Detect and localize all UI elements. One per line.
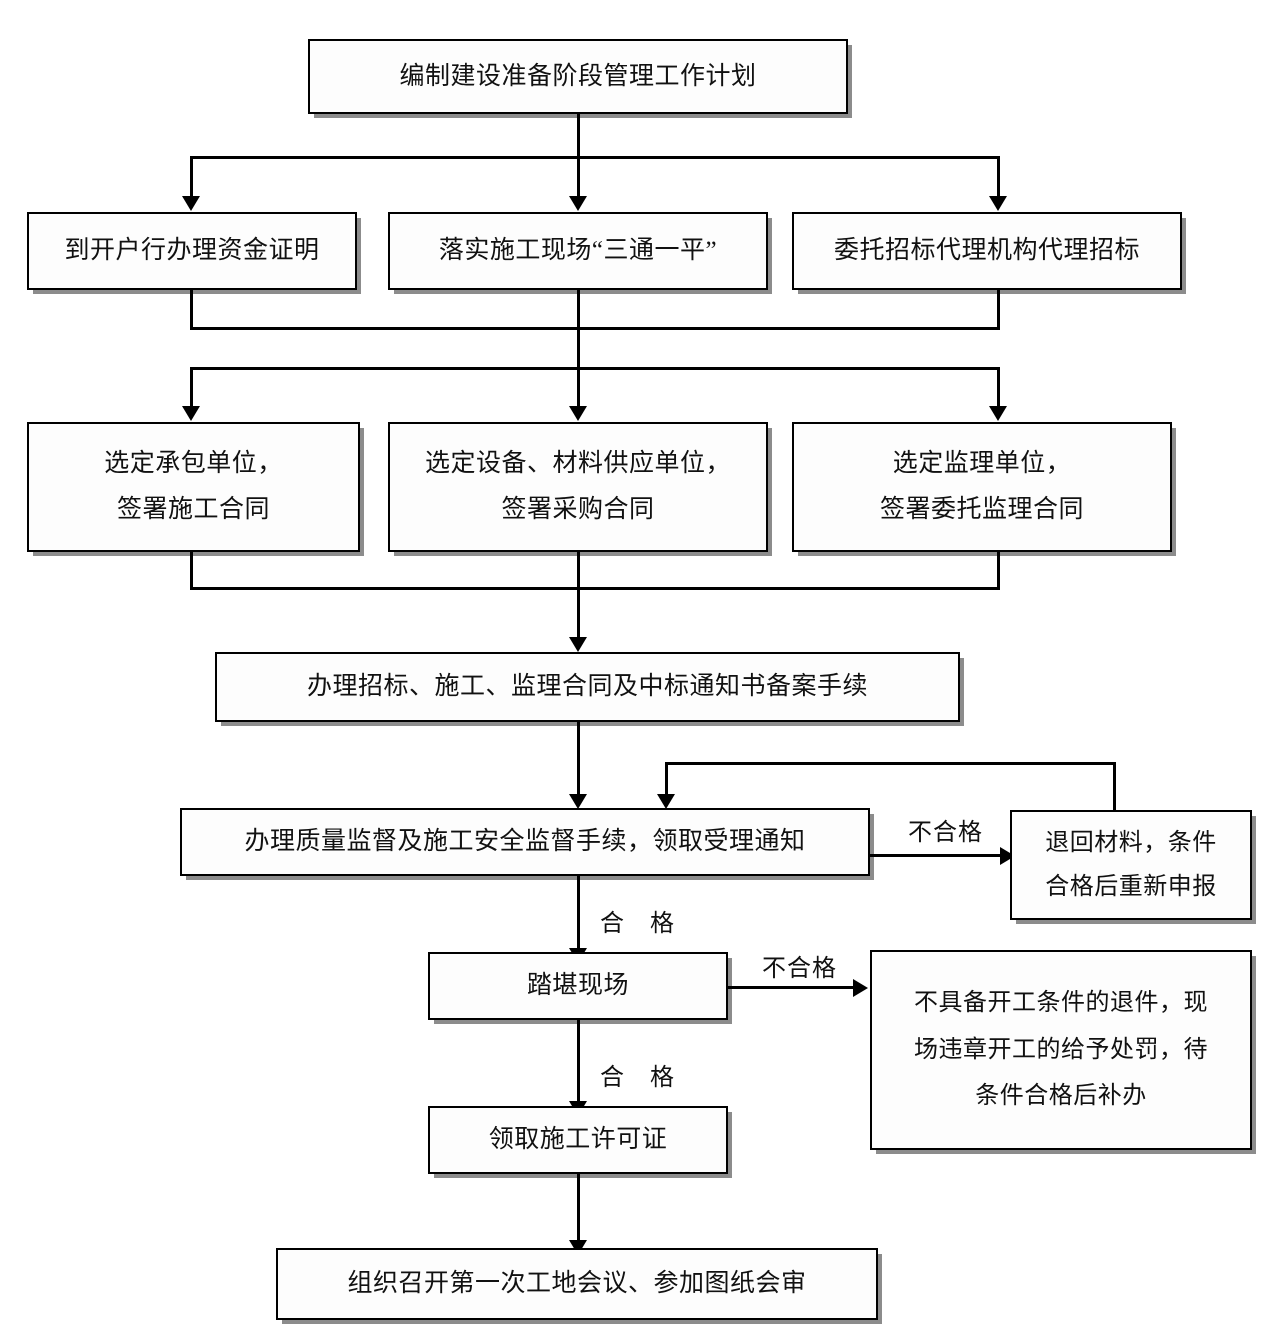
connector-feedback-down	[665, 762, 668, 797]
connector-fan2-left	[190, 367, 193, 411]
node-reject-line-1: 场违章开工的给予处罚，待	[914, 1036, 1208, 1063]
node-plan-line-0: 编制建设准备阶段管理工作计划	[399, 62, 757, 90]
node-filing[interactable]: 办理招标、施工、监理合同及中标通知书备案手续	[215, 652, 960, 722]
node-supplier-line-1: 签署采购合同	[501, 496, 655, 523]
connector-fan1-right	[997, 156, 1000, 200]
connector-feedback-up	[1113, 762, 1116, 810]
node-supervisor-line-0: 选定监理单位，	[892, 449, 1072, 477]
label-quality-pass: 合 格	[600, 911, 675, 937]
arrow-to-quality	[569, 794, 587, 809]
node-supervisor[interactable]: 选定监理单位， 签署委托监理合同	[792, 422, 1172, 552]
label-survey-fail: 不合格	[762, 956, 837, 982]
node-supervisor-line-1: 签署委托监理合同	[879, 496, 1084, 523]
node-supplier-line-0: 选定设备、材料供应单位，	[424, 449, 731, 477]
arrow-to-supervisor	[989, 406, 1007, 421]
connector-survey-down	[577, 1020, 580, 1105]
connector-fan1-mid	[577, 156, 580, 200]
node-reject-line-0: 不具备开工条件的退件，现	[914, 989, 1208, 1016]
connector-supervisor-down	[997, 552, 1000, 590]
label-quality-fail: 不合格	[908, 820, 983, 846]
node-contractor-line-0: 选定承包单位，	[104, 449, 283, 477]
connector-fan1-bar	[190, 156, 1000, 159]
arrow-to-supplier	[569, 406, 587, 421]
node-reject[interactable]: 不具备开工条件的退件，现 场违章开工的给予处罚，待 条件合格后补办	[870, 950, 1252, 1150]
node-quality[interactable]: 办理质量监督及施工安全监督手续，领取受理通知	[180, 808, 870, 876]
node-quality-line-0: 办理质量监督及施工安全监督手续，领取受理通知	[244, 828, 806, 856]
connector-fan2-bar	[190, 367, 1000, 370]
connector-quality-fail	[870, 854, 1015, 857]
arrow-to-agent	[989, 196, 1007, 211]
connector-filing-down	[577, 722, 580, 797]
arrow-to-site	[569, 196, 587, 211]
node-agent[interactable]: 委托招标代理机构代理招标	[792, 212, 1182, 290]
connector-site-down	[577, 290, 580, 410]
node-return-materials-line-1: 合格后重新申报	[1045, 874, 1217, 900]
connector-merge2-to-filing	[577, 552, 580, 640]
node-permit-line-0: 领取施工许可证	[488, 1126, 668, 1154]
connector-fan2-right	[997, 367, 1000, 411]
node-contractor[interactable]: 选定承包单位， 签署施工合同	[27, 422, 360, 552]
node-fund[interactable]: 到开户行办理资金证明	[27, 212, 357, 290]
node-plan[interactable]: 编制建设准备阶段管理工作计划	[308, 39, 848, 114]
connector-plan-down	[577, 114, 580, 159]
connector-permit-down	[577, 1174, 580, 1244]
node-return-materials-line-0: 退回材料，条件	[1045, 829, 1217, 856]
node-fund-line-0: 到开户行办理资金证明	[64, 237, 320, 265]
connector-merge2-bar	[190, 587, 1000, 590]
connector-contractor-down	[190, 552, 193, 590]
node-meeting[interactable]: 组织召开第一次工地会议、参加图纸会审	[276, 1248, 878, 1320]
node-supplier[interactable]: 选定设备、材料供应单位， 签署采购合同	[388, 422, 768, 552]
node-contractor-line-1: 签署施工合同	[116, 496, 270, 523]
node-meeting-line-0: 组织召开第一次工地会议、参加图纸会审	[347, 1270, 807, 1298]
arrow-to-filing	[569, 637, 587, 652]
node-agent-line-0: 委托招标代理机构代理招标	[833, 237, 1140, 265]
node-permit[interactable]: 领取施工许可证	[428, 1106, 728, 1174]
node-reject-line-2: 条件合格后补办	[975, 1083, 1147, 1110]
arrow-feedback-to-quality	[657, 794, 675, 809]
connector-agent-down	[997, 290, 1000, 330]
arrow-to-fund	[182, 196, 200, 211]
label-survey-pass: 合 格	[600, 1065, 675, 1091]
node-survey-line-0: 踏堪现场	[526, 972, 629, 1000]
node-site-line-0: 落实施工现场“三通一平”	[438, 237, 718, 265]
connector-merge1-bar	[190, 327, 1000, 330]
connector-survey-fail	[728, 986, 863, 989]
node-filing-line-0: 办理招标、施工、监理合同及中标通知书备案手续	[306, 673, 868, 701]
connector-fund-down	[190, 290, 193, 330]
connector-feedback-top	[665, 762, 1116, 765]
node-return-materials[interactable]: 退回材料，条件 合格后重新申报	[1010, 810, 1252, 920]
node-survey[interactable]: 踏堪现场	[428, 952, 728, 1020]
arrow-to-reject	[853, 979, 868, 997]
connector-quality-down	[577, 876, 580, 951]
connector-fan1-left	[190, 156, 193, 200]
arrow-to-contractor	[182, 406, 200, 421]
node-site[interactable]: 落实施工现场“三通一平”	[388, 212, 768, 290]
